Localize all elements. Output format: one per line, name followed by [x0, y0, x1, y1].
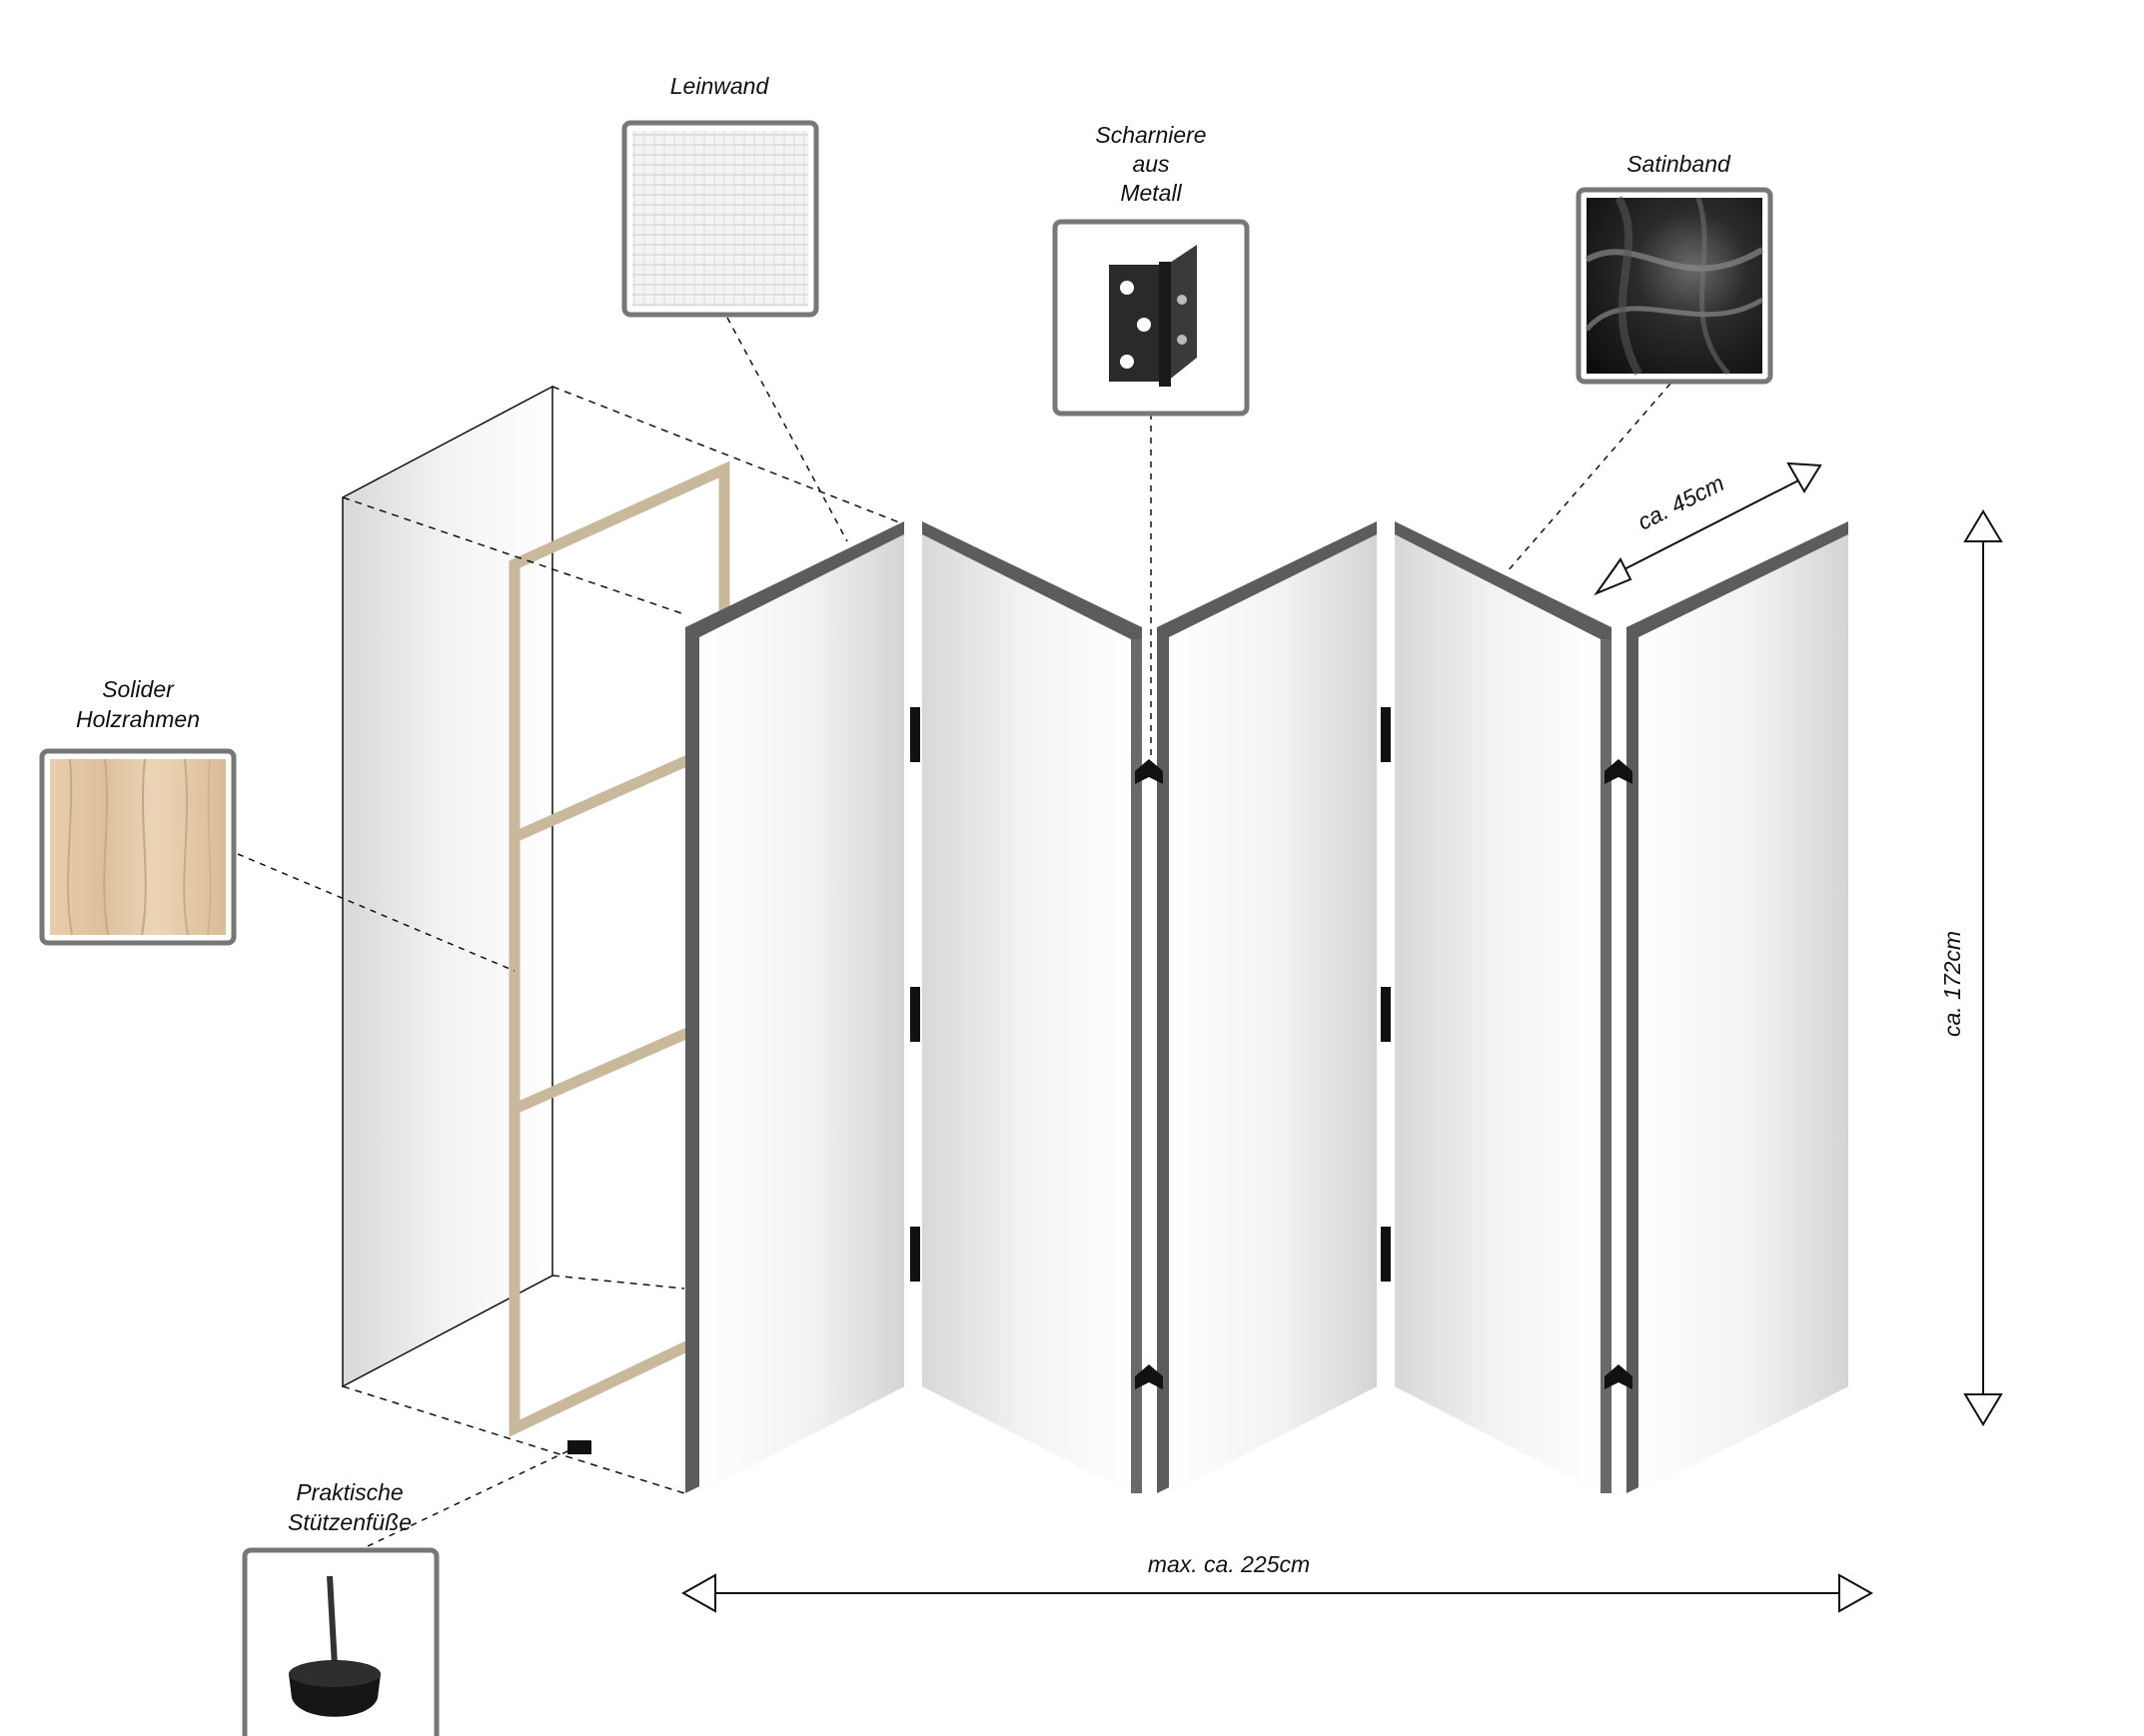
label-leinwand: Leinwand	[670, 73, 770, 99]
callout-satinband: Satinband	[1576, 151, 1773, 385]
screen-panel-1	[685, 521, 904, 1493]
label-scharniere-3: Metall	[1120, 180, 1182, 206]
width-label: max. ca. 225cm	[1148, 1551, 1310, 1577]
height-label: ca. 172cm	[1939, 931, 1965, 1037]
callout-leinwand: Leinwand	[621, 73, 819, 318]
label-holzrahmen-1: Solider	[102, 676, 175, 702]
hinge-tabs	[910, 707, 1632, 1389]
screen-panel-2	[922, 521, 1142, 1493]
projection-lines	[342, 386, 905, 1494]
wood-grain-icon	[50, 758, 226, 936]
label-scharniere-1: Scharniere	[1095, 122, 1206, 148]
label-scharniere-2: aus	[1132, 151, 1170, 177]
screen-panel-5	[1626, 521, 1848, 1493]
label-stuetzenfuesse-2: Stützenfüße	[288, 1509, 412, 1535]
screen-panel-3	[1157, 521, 1377, 1493]
folding-screen	[567, 521, 1848, 1493]
back-canvas-sheet	[342, 385, 553, 1388]
screen-panel-4	[1395, 521, 1611, 1493]
canvas-texture-icon	[632, 131, 808, 307]
dimension-height: ca. 172cm	[1939, 509, 2003, 1426]
depth-label: ca. 45cm	[1633, 469, 1728, 535]
callout-scharniere: Scharniere aus Metall	[1052, 122, 1250, 417]
label-holzrahmen-2: Holzrahmen	[76, 706, 200, 732]
callout-holzrahmen: Solider Holzrahmen	[39, 676, 237, 946]
label-stuetzenfuesse-1: Praktische	[296, 1479, 403, 1505]
satin-fabric-icon	[1585, 196, 1764, 376]
dimension-width: max. ca. 225cm	[680, 1551, 1874, 1613]
support-foot-icon	[289, 1575, 381, 1717]
label-satinband: Satinband	[1626, 151, 1731, 177]
callout-stuetzenfuesse: Praktische Stützenfüße	[242, 1479, 440, 1736]
callout-leaders	[237, 317, 1671, 1547]
metal-hinge-icon	[1109, 245, 1197, 387]
support-foot-marker	[567, 1440, 591, 1454]
